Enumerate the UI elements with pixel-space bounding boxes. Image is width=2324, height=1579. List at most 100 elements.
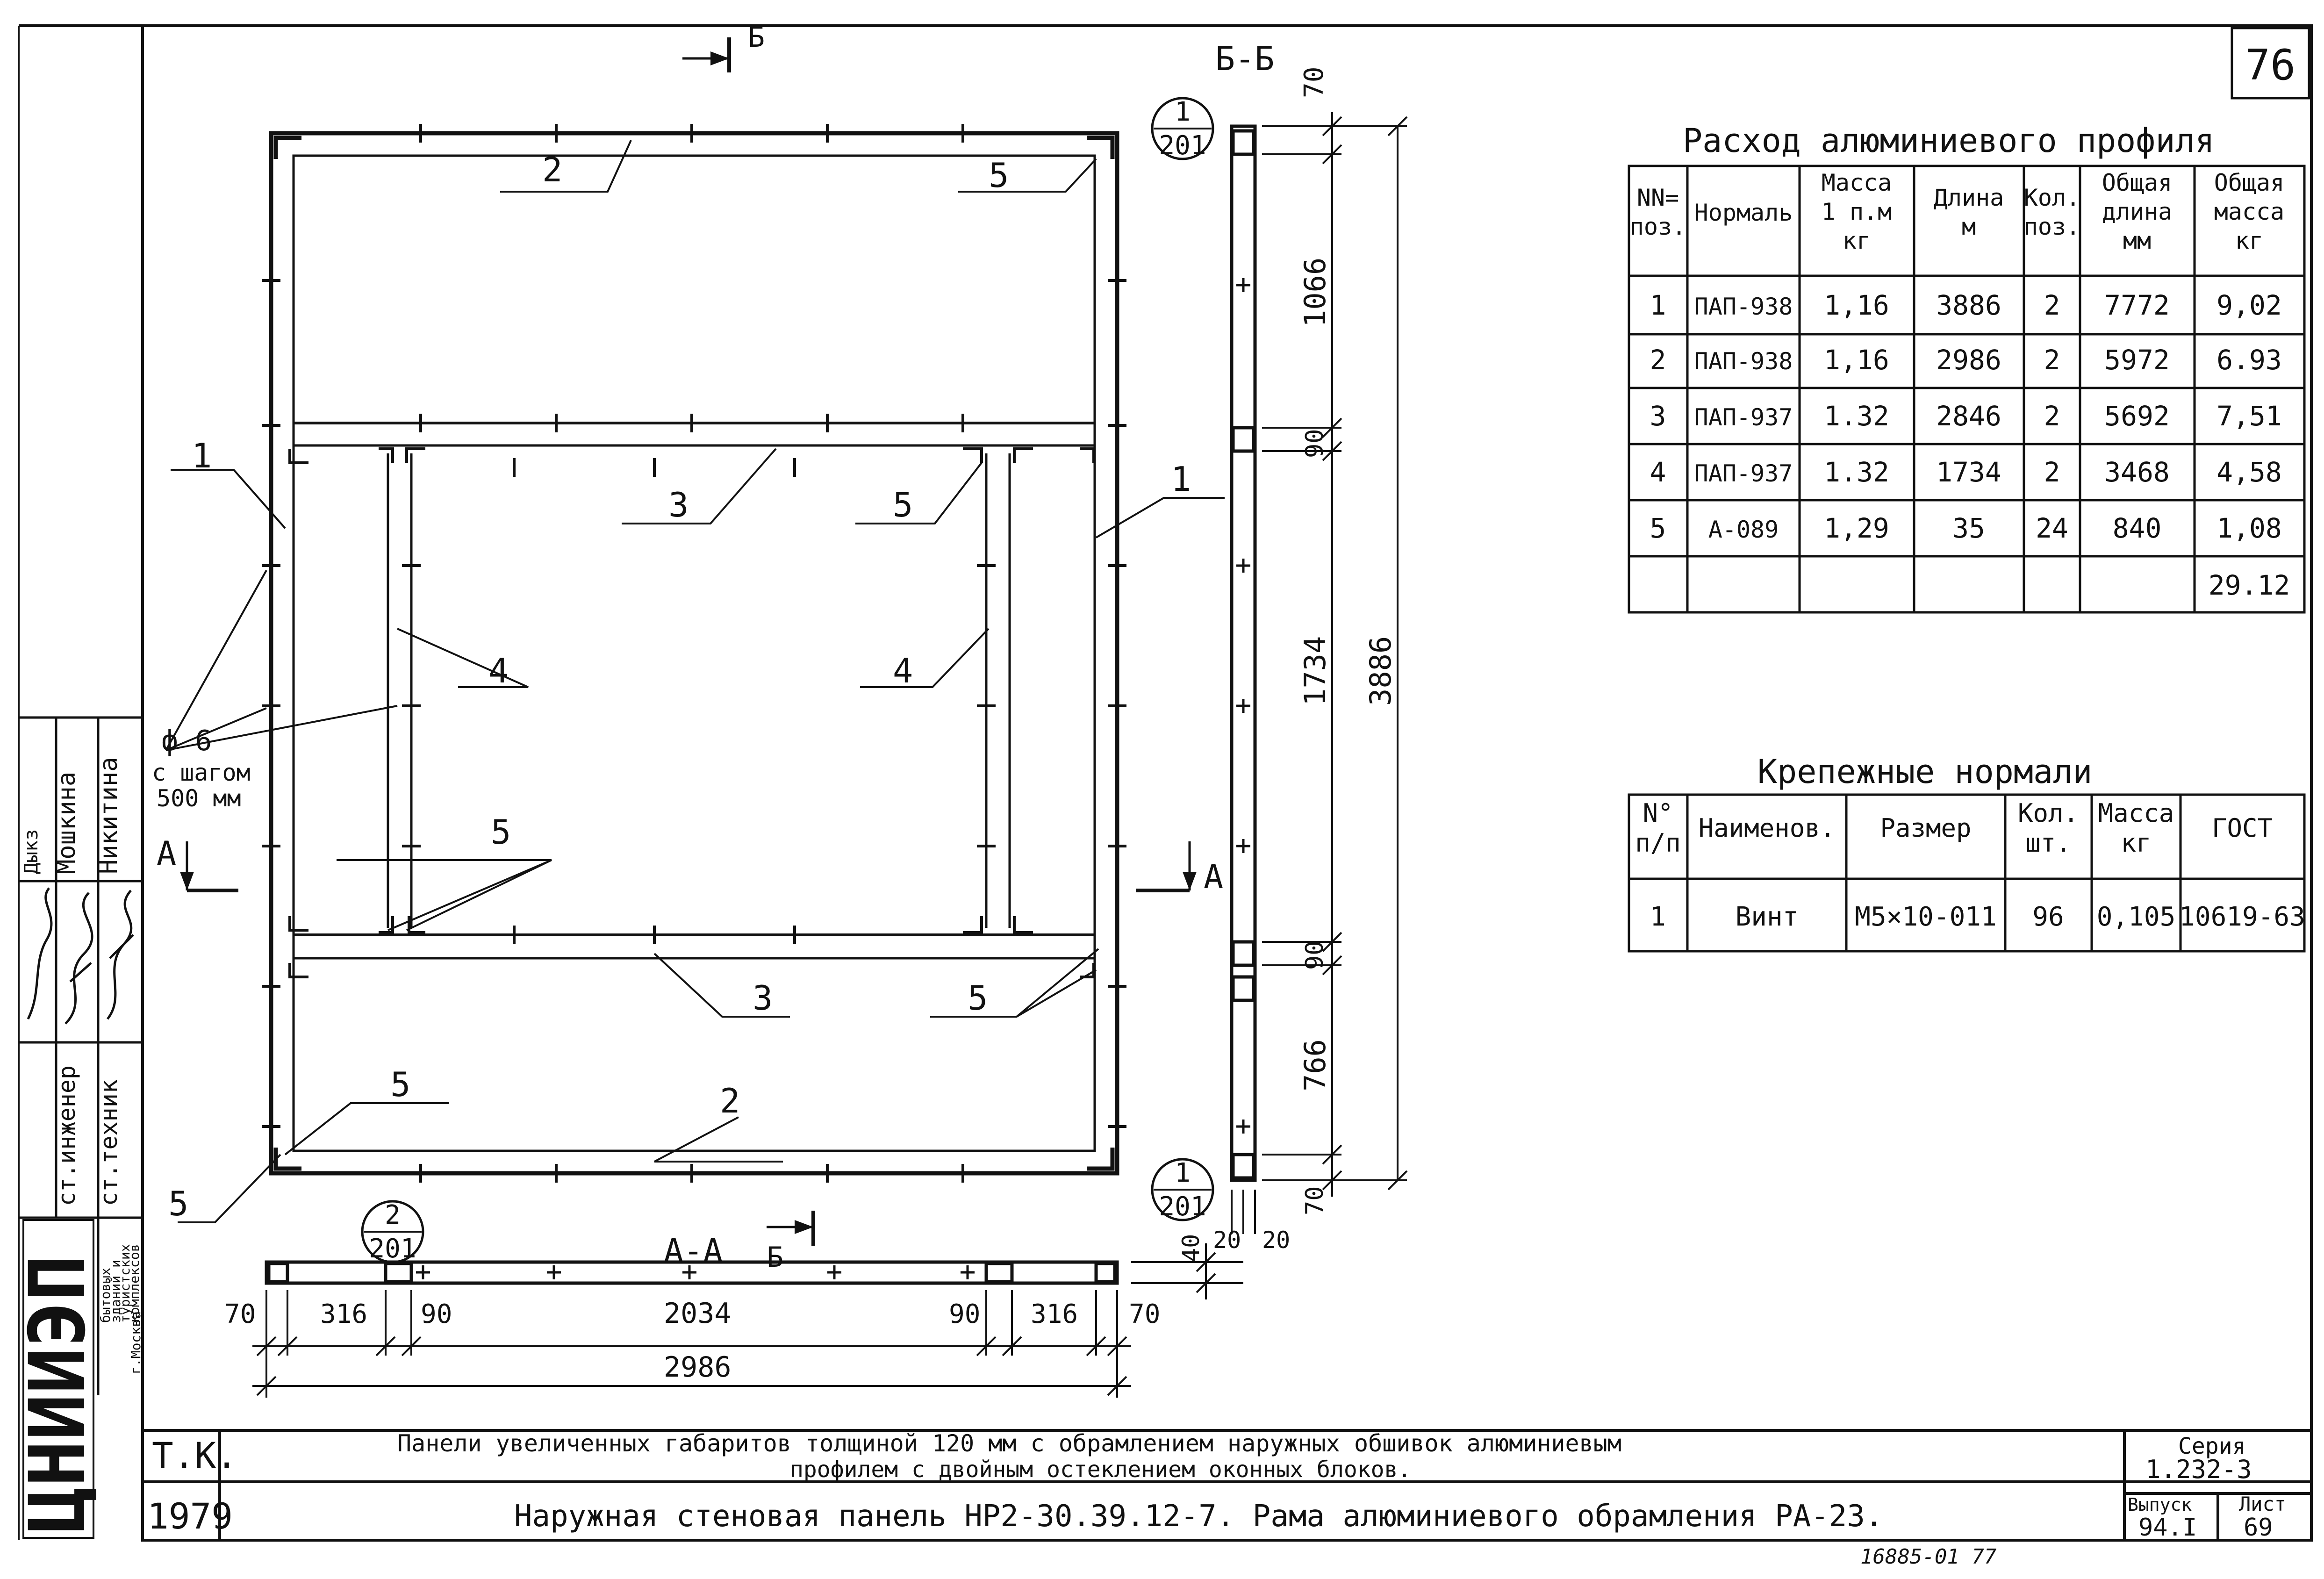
section-cut-marks: Б Б А А Б-Б А-А: [157, 21, 1274, 1274]
dim-middle: 1734: [1298, 636, 1332, 706]
pos-label-4-right: 4: [893, 651, 913, 690]
svg-text:ЦНИИЭП: ЦНИИЭП: [13, 1255, 102, 1533]
profile-header-cell: масса: [2214, 198, 2285, 225]
series-value: 1.232-3: [2145, 1455, 2252, 1484]
profile-header-cell: поз.: [1630, 213, 1686, 240]
sheet-value: 69: [2244, 1514, 2273, 1542]
name-moshkina: Мошкина: [53, 772, 81, 874]
left-stamp: ЦНИИЭП бытовых зданий и туристских компл…: [13, 716, 143, 1539]
pos-label-5-corner: 5: [168, 1184, 188, 1223]
pos-label-3-bottom: 3: [753, 978, 773, 1018]
svg-text:Б: Б: [767, 1241, 783, 1274]
fastener-cell: М5×10-011: [1855, 902, 1996, 932]
series-label: Серия: [2178, 1433, 2246, 1459]
profile-cell: 1,16: [1824, 289, 1889, 321]
profile-cell: 1,29: [1824, 512, 1889, 544]
profile-cell: 2: [1650, 344, 1666, 376]
pos-label-5-bottom-left: 5: [390, 1065, 410, 1104]
profile-cell: ПАП-938: [1694, 348, 1793, 375]
fastener-cell: 96: [2032, 902, 2064, 932]
fastener-header-cell: шт.: [2025, 828, 2071, 858]
dim-mid1: 90: [1301, 429, 1329, 458]
svg-text:201: 201: [369, 1234, 416, 1264]
pos-label-3-top: 3: [668, 485, 689, 524]
profile-header-cell: кг: [2235, 227, 2263, 254]
profile-header-cell: Нормаль: [1694, 199, 1793, 226]
fastener-ticks: [262, 124, 1126, 1183]
svg-text:Б-Б: Б-Б: [1215, 40, 1274, 78]
pos-label-1-right: 1: [1171, 459, 1191, 499]
dim-h-a: 70: [224, 1299, 256, 1329]
svg-text:1: 1: [1175, 97, 1191, 127]
sheet-label: Лист: [2239, 1493, 2286, 1515]
svg-text:туристских: туристских: [117, 1244, 133, 1323]
stamp-title-line1: Панели увеличенных габаритов толщиной 12…: [397, 1430, 1621, 1457]
profile-cell: 7772: [2104, 289, 2170, 321]
dim-h-g: 70: [1129, 1299, 1160, 1329]
svg-text:ф 6: ф 6: [161, 725, 212, 757]
dim-h-f: 316: [1031, 1299, 1078, 1329]
dim-section-thickness: 40: [1177, 1234, 1205, 1262]
issue-label: Выпуск: [2128, 1494, 2192, 1515]
callout-2: 2 201: [361, 1200, 424, 1264]
dim-h-d: 2034: [664, 1297, 732, 1330]
profile-cell: 1734: [1936, 456, 2001, 488]
profile-cell: 840: [2113, 512, 2162, 544]
pos-label-5-bottom-right: 5: [968, 978, 988, 1018]
svg-text:г.Москва: г.Москва: [128, 1311, 143, 1374]
svg-text:2: 2: [385, 1200, 401, 1230]
profile-cell: 5972: [2104, 344, 2170, 376]
profile-cell: 1.32: [1824, 456, 1889, 488]
profile-cell: 3468: [2104, 456, 2170, 488]
svg-text:с шагом: с шагом: [152, 759, 251, 786]
stamp-title-line2: профилем с двойным остеклением оконных б…: [790, 1457, 1411, 1483]
profile-cell: 2: [2044, 400, 2060, 432]
profile-cell: 5692: [2104, 400, 2170, 432]
svg-text:зданий и: зданий и: [108, 1260, 123, 1323]
fastener-header-cell: Размер: [1880, 813, 1971, 843]
profile-cell: 2: [2044, 456, 2060, 488]
profile-cell: 3: [1650, 400, 1666, 432]
pos-label-1-left: 1: [192, 436, 212, 475]
dim-top: 70: [1299, 67, 1329, 98]
profile-cell: 5: [1650, 512, 1666, 544]
profile-cell: 2846: [1936, 400, 2001, 432]
profile-cell: 29.12: [2209, 569, 2290, 601]
fastener-header-cell: Наименов.: [1699, 813, 1836, 843]
pos-label-5-mid-right: 5: [893, 485, 913, 524]
profile-header-cell: Общая: [2102, 169, 2173, 196]
fastener-note: ф 6 с шагом 500 мм: [152, 725, 251, 812]
svg-text:500 мм: 500 мм: [157, 785, 241, 812]
profile-cell: 4,58: [2216, 456, 2282, 488]
profile-cell: 2: [2044, 344, 2060, 376]
profile-cell: ПАП-937: [1694, 460, 1793, 487]
svg-text:комплексов: комплексов: [127, 1244, 142, 1323]
profile-cell: 1,08: [2216, 512, 2282, 544]
section-aa-drawing: 40 70 316 90 2034 90: [224, 1234, 1243, 1398]
stamp-title-line3: Наружная стеновая панель НР2-30.39.12-7.…: [514, 1499, 1883, 1534]
dim-h-total: 2986: [664, 1351, 732, 1384]
leader-lines: [165, 140, 1225, 1223]
fastener-table-title: Крепежные нормали: [1757, 753, 2092, 791]
dim-total-height: 3886: [1363, 636, 1398, 706]
pos-label-5-mid-left: 5: [491, 812, 511, 852]
profile-header-cell: Длина: [1934, 184, 2004, 211]
fastener-cell: 1: [1650, 902, 1666, 932]
frame-elevation: [262, 124, 1126, 1183]
profile-header-cell: Кол.: [2024, 184, 2080, 211]
svg-text:бытовых: бытовых: [98, 1268, 113, 1323]
top-role: Дыкз: [21, 829, 42, 874]
svg-text:Б: Б: [748, 21, 765, 54]
profile-cell: ПАП-938: [1694, 293, 1793, 320]
profile-header-cell: длина: [2102, 198, 2173, 225]
profile-cell: 3886: [1936, 289, 2001, 321]
stamp-year: 1979: [147, 1495, 233, 1537]
dim-section-w1: 20: [1213, 1227, 1241, 1254]
profile-header-cell: мм: [2123, 227, 2151, 254]
profile-header-cell: 1 п.м: [1822, 198, 1892, 225]
stamp-code: Т.К.: [152, 1435, 237, 1476]
dim-bottom: 70: [1301, 1186, 1329, 1215]
profile-cell: 1: [1650, 289, 1666, 321]
pos-label-2-bottom: 2: [720, 1081, 740, 1120]
fastener-cell: 10619-63: [2179, 902, 2305, 932]
